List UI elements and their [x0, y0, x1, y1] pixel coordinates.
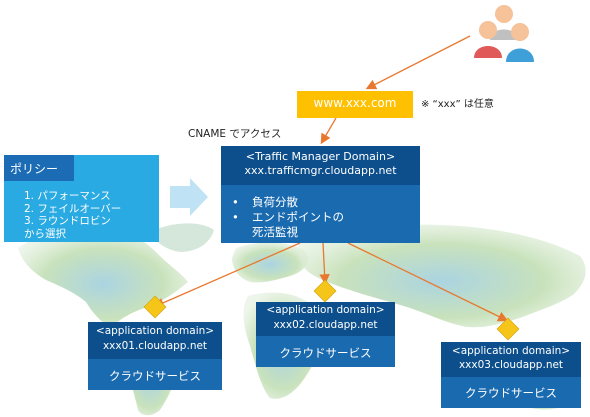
app-host-1: xxx01.cloudapp.net [102, 340, 208, 352]
app-service-3: クラウドサービス [465, 386, 557, 400]
app-header-3 [441, 342, 581, 377]
feature-endpoint: エンドポイントの [252, 210, 344, 224]
arrow-www-to-tm [320, 117, 337, 145]
www-box [297, 91, 413, 118]
app-service-1: クラウドサービス [109, 369, 201, 383]
app-host-3: xxx03.cloudapp.net [458, 359, 564, 371]
arrow-users-to-www [365, 35, 471, 90]
arrow-tm-to-app1 [153, 242, 301, 308]
traffic-manager-header [221, 146, 420, 185]
app-header-2 [256, 302, 395, 336]
feature-health-monitoring: 死活監視 [252, 225, 298, 239]
policy-list: 1. パフォーマンス 2. フェイルオーバー 3. ラウンドロビン から選択 [24, 190, 121, 240]
policy-item: 1. パフォーマンス [24, 190, 111, 202]
traffic-manager-features: •負荷分散 •エンドポイントの 死活監視 [232, 195, 344, 239]
arrow-right-icon [170, 178, 208, 216]
app-title-1: <application domain> [95, 325, 215, 337]
policy-tab [4, 155, 74, 181]
policy-item: 3. ラウンドロビン [24, 215, 111, 227]
app-service-2: クラウドサービス [279, 346, 372, 360]
policy-title: ポリシー [10, 162, 59, 176]
app-title-3: <application domain> [451, 345, 571, 357]
traffic-manager-title: <Traffic Manager Domain> [245, 150, 396, 163]
app-header-1 [88, 322, 222, 359]
policy-item: から選択 [24, 227, 66, 240]
www-label: www.xxx.com [313, 96, 397, 110]
arrow-tm-to-app2 [319, 242, 330, 285]
diamond-icon [143, 295, 167, 319]
app-host-2: xxx02.cloudapp.net [273, 319, 378, 331]
feature-load-balancing: 負荷分散 [252, 195, 298, 209]
note-text: ※ “xxx” は任意 [421, 99, 494, 110]
diamond-icon [496, 317, 520, 341]
cname-label: CNAME でアクセス [188, 128, 282, 140]
policy-item: 2. フェイルオーバー [24, 202, 122, 215]
arrow-tm-to-app3 [347, 242, 509, 322]
app-title-2: <application domain> [266, 304, 385, 316]
users-icon [474, 5, 534, 62]
traffic-manager-host: xxx.trafficmgr.cloudapp.net [244, 164, 397, 177]
